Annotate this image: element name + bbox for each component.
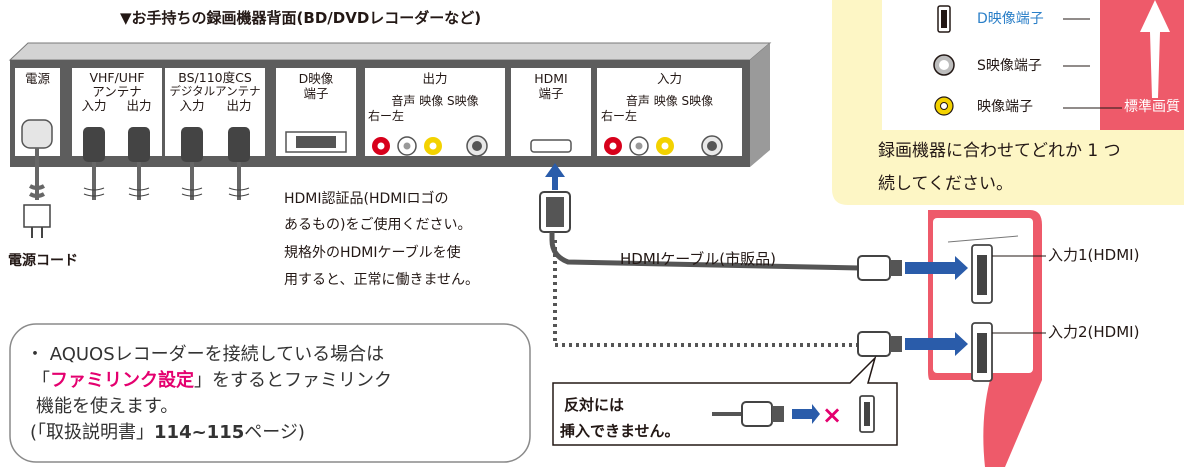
bs-out-connector bbox=[228, 127, 250, 162]
input-lr-label: 右ー左 bbox=[601, 109, 638, 123]
output-title: 出力 bbox=[422, 71, 448, 86]
legend-video-terminal-label: 映像端子 bbox=[977, 99, 1033, 115]
bs-label-1: BS/110度CS bbox=[178, 70, 252, 85]
input-sublabel: 音声 映像 S映像 bbox=[625, 94, 714, 108]
vhf-out-connector bbox=[128, 127, 150, 162]
power-plug bbox=[23, 204, 51, 228]
vhf-out-label: 出力 bbox=[126, 98, 152, 113]
notice-line-3: 規格外のHDMIケーブルを使 bbox=[284, 245, 461, 261]
blue-arrow-2 bbox=[905, 332, 968, 356]
d-port-icon bbox=[285, 131, 347, 153]
power-socket bbox=[21, 119, 53, 149]
tv-hdmi-port-2 bbox=[971, 322, 993, 382]
video-terminal-icon bbox=[934, 96, 954, 116]
note-line-3: 機能を使えます。 bbox=[36, 396, 179, 417]
tv-hdmi-port-1 bbox=[971, 244, 993, 304]
bs-label-2: デジタルアンテナ bbox=[169, 84, 261, 98]
bs-out-label: 出力 bbox=[226, 98, 252, 113]
insert-up-arrow bbox=[545, 163, 565, 190]
note-ref-post: ページ) bbox=[244, 422, 305, 443]
hdmi-label-2: 端子 bbox=[538, 86, 564, 101]
notice-line-2: あるもの)をご使用ください。 bbox=[284, 217, 472, 233]
d-terminal-icon bbox=[937, 5, 951, 33]
hdmi-plug-tv-1 bbox=[857, 255, 902, 281]
input2-label: 入力2(HDMI) bbox=[1048, 323, 1140, 341]
input-title: 入力 bbox=[656, 71, 682, 86]
note-bracket-open: 「 bbox=[32, 370, 50, 391]
d-label-2: 端子 bbox=[303, 86, 329, 101]
output-sublabel: 音声 映像 S映像 bbox=[391, 94, 479, 108]
note-line-2: 「ファミリンク設定」をするとファミリンク bbox=[32, 372, 392, 390]
legend-white-arrow bbox=[1140, 0, 1170, 98]
output-jacks bbox=[372, 135, 488, 157]
famlink-setting-link[interactable]: ファミリンク設定 bbox=[50, 370, 194, 391]
legend-text-2: 続してください。 bbox=[878, 174, 1013, 194]
hdmi-label-1: HDMI bbox=[534, 71, 568, 86]
bs-in-label: 入力 bbox=[179, 98, 205, 113]
note-line-4: (「取扱説明書」114~115ページ) bbox=[30, 424, 305, 442]
notice-line-1: HDMI認証品(HDMIロゴの bbox=[284, 191, 449, 207]
page-title: ▼お手持ちの録画機器背面(BD/DVDレコーダーなど) bbox=[120, 9, 482, 27]
antenna-cables bbox=[92, 162, 241, 200]
svg-text:×: × bbox=[822, 401, 842, 429]
vhf-label-2: アンテナ bbox=[92, 84, 142, 99]
warning-line-2: 挿入できません。 bbox=[560, 422, 680, 440]
hdmi-port bbox=[530, 139, 572, 153]
wrong-plug-icon: × bbox=[712, 395, 875, 433]
cable-label: HDMIケーブル(市販品) bbox=[620, 250, 777, 268]
legend-s-terminal-label: S映像端子 bbox=[977, 58, 1042, 74]
dotted-cable bbox=[553, 240, 860, 347]
input1-label: 入力1(HDMI) bbox=[1048, 246, 1140, 264]
note-box bbox=[9, 323, 531, 463]
warning-box bbox=[552, 355, 898, 446]
power-cord-label: 電源コード bbox=[8, 253, 78, 269]
warning-line-1: 反対には bbox=[564, 396, 625, 414]
power-label: 電源 bbox=[24, 71, 50, 86]
note-line-2-rest: 」をするとファミリンク bbox=[194, 370, 392, 391]
d-label-1: D映像 bbox=[298, 71, 334, 86]
output-lr-label: 右ー左 bbox=[368, 109, 405, 123]
hdmi-plug-recorder bbox=[539, 191, 861, 271]
legend-text-1: 録画機器に合わせてどれか 1 つ bbox=[878, 141, 1121, 161]
vhf-label-1: VHF/UHF bbox=[89, 70, 145, 85]
s-terminal-icon bbox=[933, 54, 955, 76]
vhf-in-label: 入力 bbox=[81, 98, 107, 113]
input-jacks bbox=[604, 135, 723, 157]
note-line-1: ・ AQUOSレコーダーを接続している場合は bbox=[26, 344, 385, 365]
notice-line-4: 用すると、正常に働きません。 bbox=[284, 272, 480, 288]
note-ref-pre: (「取扱説明書」 bbox=[30, 422, 155, 443]
vhf-in-connector bbox=[83, 127, 105, 162]
bs-in-connector bbox=[181, 127, 203, 162]
legend-d-terminal-label: D映像端子 bbox=[977, 11, 1044, 27]
power-cord bbox=[29, 148, 45, 200]
hdmi-plug-tv-2 bbox=[857, 331, 902, 357]
blue-arrow-1 bbox=[905, 256, 968, 280]
note-page-numbers: 114~115 bbox=[154, 422, 245, 443]
legend-quality-label: 標準画質 bbox=[1124, 99, 1180, 115]
